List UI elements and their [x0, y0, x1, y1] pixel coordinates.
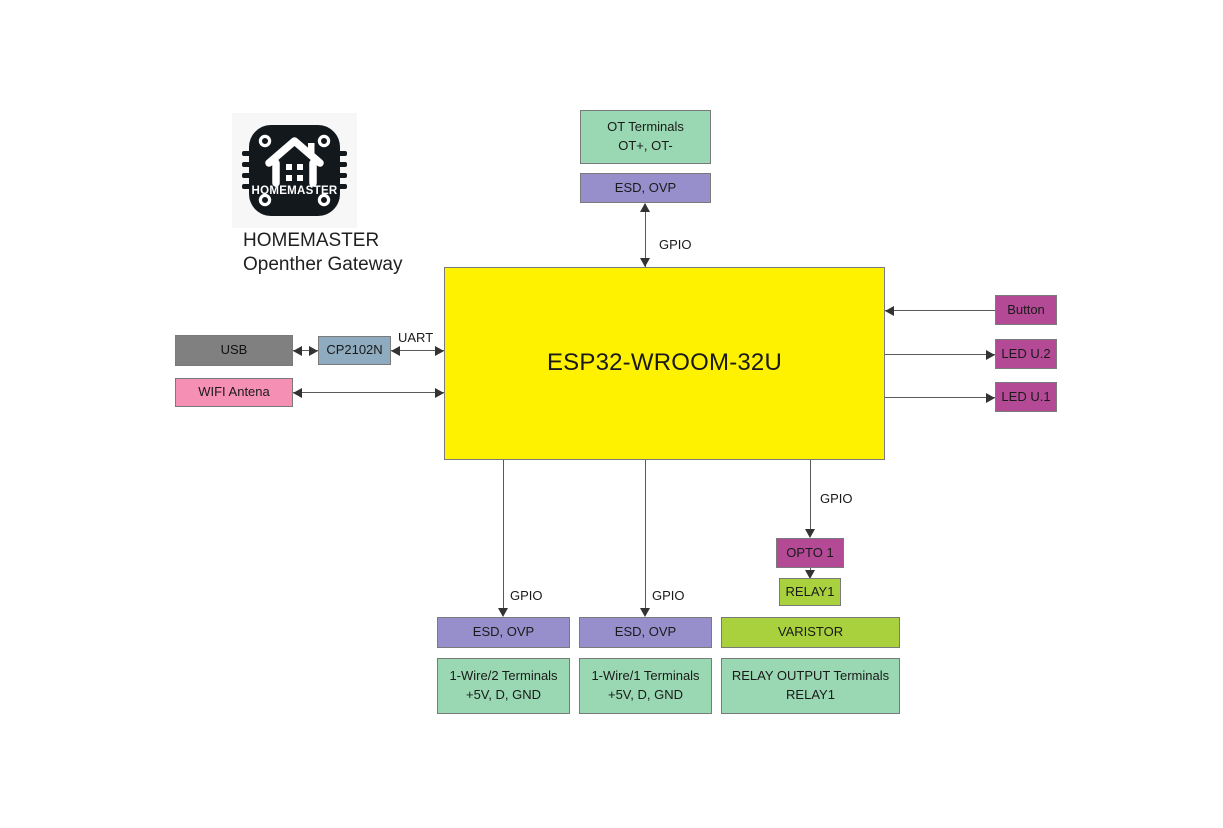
logo-wordmark: HOMEMASTER: [251, 185, 337, 197]
edge-label-gpio-onewire1: GPIO: [652, 588, 685, 603]
arrowhead-right-bridge: [309, 346, 318, 356]
arrowhead-left-uart: [391, 346, 400, 356]
arrowhead-right-led-u1: [986, 393, 995, 403]
block-wifi-antenna[interactable]: WIFI Antena: [175, 378, 293, 407]
block-button[interactable]: Button: [995, 295, 1057, 325]
block-onewire2-terminals[interactable]: 1-Wire/2 Terminals +5V, D, GND: [437, 658, 570, 714]
opto-1-label: OPTO 1: [786, 544, 834, 560]
edge-label-uart: UART: [398, 330, 434, 345]
led-u1-label: LED U.1: [1001, 388, 1051, 404]
usb-label: USB: [220, 342, 248, 358]
edge-label-gpio-relay: GPIO: [820, 491, 853, 506]
led-u2-label: LED U.2: [1001, 345, 1051, 361]
relay1-label: RELAY1: [785, 583, 835, 599]
ot-terminals-line-1: OT Terminals: [607, 119, 684, 135]
block-onewire2-protection[interactable]: ESD, OVP: [437, 617, 570, 648]
onewire1-terminals-line-1: 1-Wire/1 Terminals: [591, 668, 700, 684]
brand-line-1: HOMEMASTER: [243, 230, 380, 251]
onewire2-terminals-line-2: +5V, D, GND: [465, 687, 542, 702]
relay-output-line-1: RELAY OUTPUT Terminals: [731, 668, 890, 684]
block-relay1[interactable]: RELAY1: [779, 578, 841, 606]
ot-protection-label: ESD, OVP: [614, 179, 677, 195]
arrowhead-down-onewire1: [640, 608, 650, 617]
varistor-label: VARISTOR: [777, 624, 844, 640]
connector-bridge-to-mcu: [391, 350, 444, 351]
arrowhead-left-usb: [293, 346, 302, 356]
arrowhead-down-opto: [805, 529, 815, 538]
wifi-antenna-label: WIFI Antena: [198, 384, 270, 400]
block-usb[interactable]: USB: [175, 335, 293, 366]
arrowhead-right-led-u2: [986, 350, 995, 360]
brand-title: HOMEMASTER Openther Gateway: [243, 229, 402, 278]
onewire1-terminals-line-2: +5V, D, GND: [607, 687, 684, 702]
block-varistor[interactable]: VARISTOR: [721, 617, 900, 648]
block-ot-protection[interactable]: ESD, OVP: [580, 173, 711, 203]
connector-mcu-to-onewire1: [645, 460, 646, 615]
connector-mcu-to-onewire2: [503, 460, 504, 615]
edge-label-gpio-onewire2: GPIO: [510, 588, 543, 603]
relay-output-line-2: RELAY1: [786, 687, 835, 702]
mcu-label: ESP32-WROOM-32U: [546, 349, 783, 377]
arrowhead-down-onewire2: [498, 608, 508, 617]
arrowhead-left-button: [885, 306, 894, 316]
block-onewire1-protection[interactable]: ESD, OVP: [579, 617, 712, 648]
block-ot-terminals[interactable]: OT Terminals OT+, OT-: [580, 110, 711, 164]
block-relay-output-terminals[interactable]: RELAY OUTPUT Terminals RELAY1: [721, 658, 900, 714]
connector-button-to-mcu: [885, 310, 995, 311]
connector-mcu-to-ot: [645, 204, 646, 267]
button-label: Button: [1007, 301, 1045, 317]
arrowhead-left-antenna: [293, 388, 302, 398]
connector-antenna-to-mcu: [293, 392, 444, 393]
block-onewire1-terminals[interactable]: 1-Wire/1 Terminals +5V, D, GND: [579, 658, 712, 714]
ot-terminals-line-2: OT+, OT-: [618, 138, 673, 153]
connector-mcu-to-led-u1: [885, 397, 995, 398]
arrowhead-down-ot: [640, 258, 650, 267]
homemaster-logo: HOMEMASTER: [232, 113, 357, 228]
brand-line-2: Openther Gateway: [243, 254, 403, 276]
block-led-u2[interactable]: LED U.2: [995, 339, 1057, 369]
edge-label-gpio-ot: GPIO: [659, 237, 692, 252]
connector-mcu-to-opto: [810, 460, 811, 536]
arrowhead-up-ot: [640, 203, 650, 212]
block-opto-1[interactable]: OPTO 1: [776, 538, 844, 568]
block-cp2102n[interactable]: CP2102N: [318, 336, 391, 365]
cp2102n-label: CP2102N: [326, 342, 383, 358]
onewire2-protection-label: ESD, OVP: [472, 624, 535, 640]
arrowhead-right-antenna: [435, 388, 444, 398]
arrowhead-down-relay: [805, 570, 815, 579]
connector-usb-to-bridge: [293, 350, 318, 351]
block-led-u1[interactable]: LED U.1: [995, 382, 1057, 412]
onewire2-terminals-line-1: 1-Wire/2 Terminals: [449, 668, 558, 684]
onewire1-protection-label: ESD, OVP: [614, 624, 677, 640]
arrowhead-right-uart: [435, 346, 444, 356]
block-esp32-mcu[interactable]: ESP32-WROOM-32U: [444, 267, 885, 460]
connector-mcu-to-led-u2: [885, 354, 995, 355]
